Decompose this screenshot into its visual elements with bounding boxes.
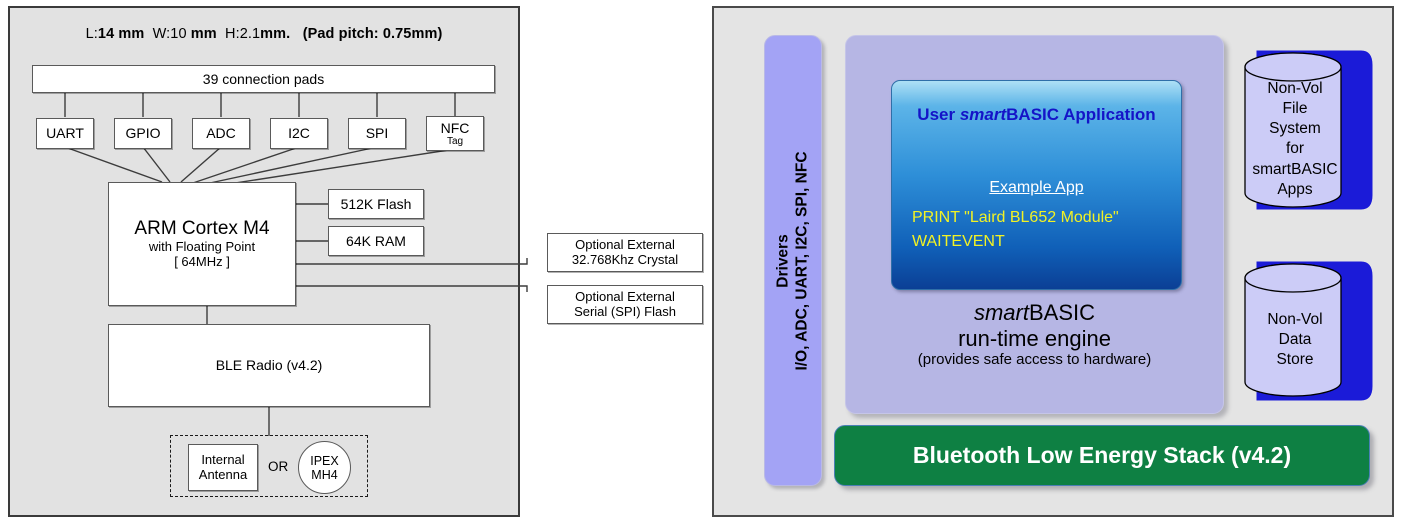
drivers-bar[interactable]: Drivers I/O, ADC, UART, I2C, SPI, NFC xyxy=(764,35,822,486)
optional-external-spi-flash-box[interactable]: Optional External Serial (SPI) Flash xyxy=(547,285,703,324)
memory-box-flash[interactable]: 512K Flash xyxy=(328,189,424,219)
engine-caption: smartBASIC run-time engine (provides saf… xyxy=(846,300,1223,368)
ble-radio-block[interactable]: BLE Radio (v4.2) xyxy=(108,324,430,407)
ipex-mh4-connector[interactable]: IPEX MH4 xyxy=(298,441,351,494)
antenna-option-group xyxy=(170,435,368,497)
peripheral-box-nfc-tag[interactable]: NFC Tag xyxy=(426,116,484,151)
engine-caption-line3: (provides safe access to hardware) xyxy=(917,351,1152,369)
smartbasic-runtime-engine-box[interactable]: User smartBASIC Application Example App … xyxy=(845,35,1224,414)
optional-external-crystal-box[interactable]: Optional External 32.768Khz Crystal xyxy=(547,233,703,272)
app-box-title: User smartBASIC Application xyxy=(917,105,1156,124)
engine-caption-line2: run-time engine xyxy=(958,325,1111,351)
code-line-print: PRINT "Laird BL652 Module" xyxy=(912,209,1119,226)
internal-antenna-box[interactable]: Internal Antenna xyxy=(188,444,258,491)
antenna-or-label: OR xyxy=(268,459,289,474)
module-dimensions-label: L:14 mm W:10 mm H:2.1mm. (Pad pitch: 0.7… xyxy=(85,26,443,42)
engine-caption-line1: smartBASIC xyxy=(973,300,1096,325)
cylinder-file-system-label: Non-Vol File System for smartBASIC Apps xyxy=(1252,80,1338,198)
peripheral-box-adc[interactable]: ADC xyxy=(192,118,250,149)
code-line-waitevent: WAITEVENT xyxy=(912,233,1005,250)
cylinder-data-store-label: Non-Vol Data Store xyxy=(1267,311,1323,369)
ble-stack-label: Bluetooth Low Energy Stack (v4.2) xyxy=(912,442,1292,468)
peripheral-box-i2c[interactable]: I2C xyxy=(270,118,328,149)
connection-pads-box[interactable]: 39 connection pads xyxy=(32,65,495,93)
peripheral-box-spi[interactable]: SPI xyxy=(348,118,406,149)
user-smartbasic-application-box[interactable]: User smartBASIC Application Example App … xyxy=(891,80,1182,290)
peripheral-box-gpio[interactable]: GPIO xyxy=(114,118,172,149)
cylinder-file-system-shape xyxy=(1244,50,1373,210)
cylinder-data-store-shape xyxy=(1244,261,1373,401)
example-app-heading: Example App xyxy=(989,179,1084,196)
software-stack-panel: Drivers I/O, ADC, UART, I2C, SPI, NFC Us… xyxy=(712,6,1394,517)
bluetooth-low-energy-stack-bar[interactable]: Bluetooth Low Energy Stack (v4.2) xyxy=(834,425,1370,486)
cpu-block-arm-cortex-m4[interactable]: ARM Cortex M4 with Floating Point [ 64MH… xyxy=(108,182,296,306)
memory-box-ram[interactable]: 64K RAM xyxy=(328,226,424,256)
drivers-bar-label: Drivers I/O, ADC, UART, I2C, SPI, NFC xyxy=(774,150,811,371)
cylinder-nonvol-file-system[interactable]: Non-Vol File System for smartBASIC Apps xyxy=(1235,35,1385,225)
module-hardware-panel: L:14 mm W:10 mm H:2.1mm. (Pad pitch: 0.7… xyxy=(8,6,703,517)
cylinder-nonvol-data-store[interactable]: Non-Vol Data Store xyxy=(1235,248,1385,413)
peripheral-box-uart[interactable]: UART xyxy=(36,118,94,149)
